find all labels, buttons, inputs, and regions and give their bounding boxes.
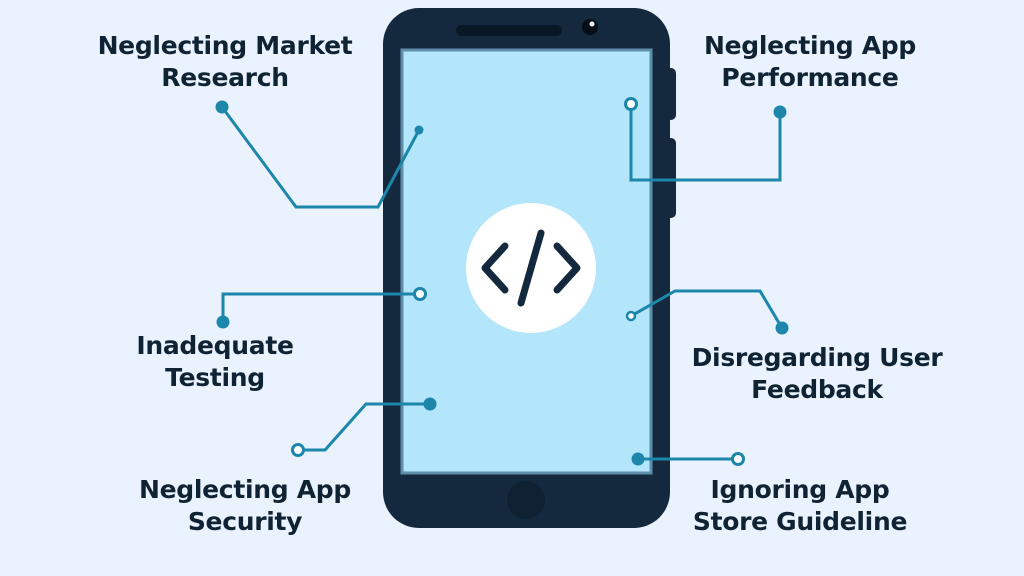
connector-dot <box>291 443 305 457</box>
connector-testing <box>221 292 420 322</box>
connector-dot <box>414 125 424 135</box>
connector-dot <box>423 397 437 411</box>
label-app-performance: Neglecting App Performance <box>704 31 916 92</box>
phone-speaker <box>456 25 562 36</box>
connector-dot <box>773 105 787 119</box>
label-store-guideline: Ignoring App Store Guideline <box>692 475 908 536</box>
connector-dot <box>215 100 229 114</box>
connector-app-performance <box>629 104 782 182</box>
connector-dot <box>413 287 427 301</box>
label-user-feedback: Disregarding User Feedback <box>691 343 943 404</box>
code-brackets-icon <box>481 229 581 307</box>
label-testing: Inadequate Testing <box>136 331 294 392</box>
label-market-research: Neglecting Market Research <box>97 31 353 92</box>
phone-camera <box>582 19 598 35</box>
label-app-security: Neglecting App Security <box>139 475 351 536</box>
connector-dot <box>625 310 637 322</box>
connector-dot <box>775 321 789 335</box>
connector-dot <box>216 315 230 329</box>
phone-home-button <box>507 481 545 519</box>
connector-market-research <box>220 106 421 209</box>
connector-app-security <box>298 402 430 452</box>
connector-dot <box>731 452 745 466</box>
connector-dot <box>631 452 645 466</box>
connector-user-feedback <box>630 289 784 329</box>
connector-dot <box>624 97 638 111</box>
